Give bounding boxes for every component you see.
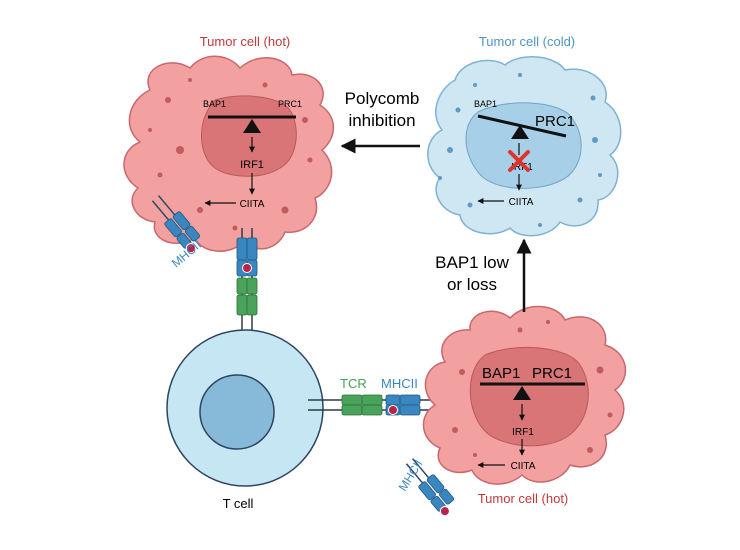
cold-cell-nucleus <box>465 102 582 189</box>
cold-tumor-cell: Tumor cell (cold) BAP1 PRC1 IRF1 CIITA <box>427 34 622 237</box>
cold-balance-beam <box>477 114 567 138</box>
hot-cell-bottom-title: Tumor cell (hot) <box>478 491 569 506</box>
mhcii-vertical-left <box>236 237 248 261</box>
cold-cell-title: Tumor cell (cold) <box>479 34 575 49</box>
hot-tumor-cell-bottom: BAP1 PRC1 IRF1 CIITA Tumor cell (hot) <box>422 305 627 506</box>
cold-cell-granules <box>438 73 602 227</box>
cold-irf1-label: IRF1 <box>511 162 533 173</box>
peptide-vertical <box>242 263 252 273</box>
tcr-vertical-left <box>236 277 248 295</box>
cold-balance-fulcrum <box>511 125 529 139</box>
hot-bottom-balance-fulcrum <box>513 386 531 400</box>
mhcii-horizontal-b <box>399 394 421 406</box>
hot-bottom-bap1-label: BAP1 <box>482 365 520 382</box>
mhcii-bottom-cell <box>405 458 455 517</box>
hot-top-ciita-label: CIITA <box>240 199 265 210</box>
synapse-tcr-label: TCR <box>340 376 367 391</box>
cold-bap1-label: BAP1 <box>474 99 497 109</box>
hot-bottom-prc1-label: PRC1 <box>532 365 572 382</box>
hot-top-bap1-label: BAP1 <box>203 99 226 109</box>
hot-top-prc1-label: PRC1 <box>278 99 302 109</box>
synapse-mhcii-label: MHCII <box>381 376 418 391</box>
mhcii-top-cell <box>151 195 201 254</box>
t-cell-nucleus <box>199 374 275 450</box>
hot-cell-bottom-nucleus <box>469 346 589 447</box>
bap1-loss-arrow: BAP1 low or loss <box>435 238 532 312</box>
hot-bottom-irf1-label: IRF1 <box>512 427 534 438</box>
mhcii-vertical-right <box>246 237 258 261</box>
polycomb-inhibition-arrow: Polycomb inhibition <box>340 89 420 154</box>
bap1-loss-label-line2: or loss <box>447 275 497 294</box>
hot-bottom-ciita-label: CIITA <box>511 461 536 472</box>
block-x-icon <box>508 150 530 172</box>
tcr-horizontal-b <box>361 394 383 406</box>
hot-tumor-cell-top: Tumor cell (hot) BAP1 PRC1 IRF1 CIITA <box>123 34 335 252</box>
cold-prc1-label: PRC1 <box>535 113 575 130</box>
hot-top-irf1-label: IRF1 <box>240 159 264 171</box>
t-cell: T cell <box>166 329 324 511</box>
hot-cell-top-title: Tumor cell (hot) <box>200 34 291 49</box>
peptide-horizontal <box>388 405 398 415</box>
hot-cell-top-granules <box>148 78 313 231</box>
hot-cell-bottom-granules <box>452 320 613 457</box>
tcr-vertical-right <box>246 277 258 295</box>
bap1-loss-label-line1: BAP1 low <box>435 253 509 272</box>
synapse-horizontal: TCR MHCII <box>308 376 452 416</box>
tcr-horizontal-a <box>341 394 363 406</box>
mhcii-horizontal-a <box>385 394 401 406</box>
cold-ciita-label: CIITA <box>509 197 534 208</box>
polycomb-label-line2: inhibition <box>348 111 415 130</box>
hot-top-balance-fulcrum <box>243 119 261 133</box>
polycomb-label-line1: Polycomb <box>345 89 420 108</box>
t-cell-label: T cell <box>223 496 254 511</box>
